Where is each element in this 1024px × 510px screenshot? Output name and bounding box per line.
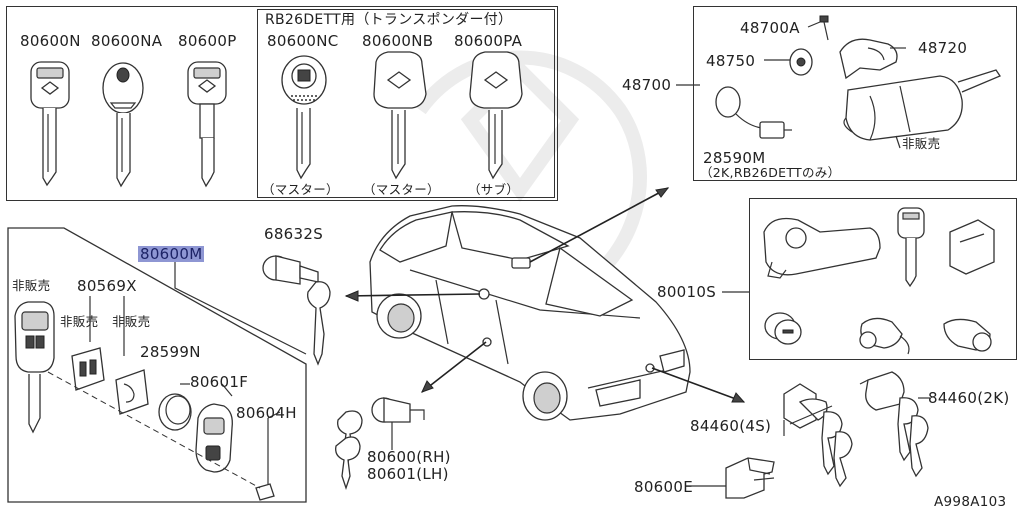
note-28590M: （2K,RB26DETTのみ） — [700, 165, 841, 180]
note-master-2: （マスター） — [363, 182, 440, 197]
key-80600PA — [469, 51, 523, 180]
label-80600M-highlighted[interactable]: 80600M — [138, 245, 205, 263]
note-sub: （サブ） — [468, 182, 520, 197]
label-80600RH[interactable]: 80600(RH) — [367, 448, 451, 466]
label-48750[interactable]: 48750 — [706, 52, 756, 70]
label-68632S[interactable]: 68632S — [264, 225, 324, 243]
label-80600PA[interactable]: 80600PA — [454, 32, 523, 50]
box-keys — [6, 6, 558, 201]
label-28599N[interactable]: 28599N — [140, 343, 201, 361]
transponder-header: RB26DETT用（トランスポンダー付） — [265, 12, 513, 28]
key-parts-art — [14, 262, 307, 501]
label-80600P[interactable]: 80600P — [178, 32, 237, 50]
not-sold-key: 非販売 — [12, 278, 51, 293]
label-80600NB[interactable]: 80600NB — [362, 32, 434, 50]
not-sold-ignition: 非販売 — [902, 136, 941, 151]
label-80569X[interactable]: 80569X — [77, 277, 137, 295]
box-transponder — [257, 9, 555, 198]
label-80601LH[interactable]: 80601(LH) — [367, 465, 449, 483]
label-80010S[interactable]: 80010S — [657, 283, 717, 301]
key-80600N — [30, 61, 70, 187]
label-80600E[interactable]: 80600E — [634, 478, 693, 496]
label-80601F[interactable]: 80601F — [190, 373, 249, 391]
label-48720[interactable]: 48720 — [918, 39, 968, 57]
callout-arrows — [344, 187, 746, 403]
not-sold-plate-2: 非販売 — [112, 314, 151, 329]
diagram-ref-code: A998A103 — [934, 494, 1007, 510]
key-80600NC — [281, 55, 327, 180]
not-sold-plate-1: 非販売 — [60, 314, 99, 329]
kit-80010S-art — [722, 207, 995, 355]
label-84460-4S[interactable]: 84460(4S) — [690, 417, 772, 435]
key-80600P — [187, 61, 227, 188]
ignition-cylinder-art — [676, 15, 1001, 149]
label-80600N[interactable]: 80600N — [20, 32, 81, 50]
label-28590M[interactable]: 28590M — [703, 149, 766, 167]
box-kit — [749, 198, 1017, 360]
label-80600NC[interactable]: 80600NC — [267, 32, 339, 50]
key-80600NB — [373, 51, 427, 180]
label-84460-2K[interactable]: 84460(2K) — [928, 389, 1010, 407]
trunk-locks-art — [725, 371, 929, 499]
lock-68632S-art — [262, 255, 331, 366]
note-master-1: （マスター） — [262, 182, 339, 197]
label-48700[interactable]: 48700 — [622, 76, 672, 94]
label-80604H[interactable]: 80604H — [236, 404, 297, 422]
key-80600NA — [102, 62, 144, 188]
label-48700A[interactable]: 48700A — [740, 19, 800, 37]
door-locks-art — [335, 397, 425, 491]
label-80600NA[interactable]: 80600NA — [91, 32, 163, 50]
box-ignition — [693, 6, 1017, 181]
car-illustration — [369, 205, 691, 421]
